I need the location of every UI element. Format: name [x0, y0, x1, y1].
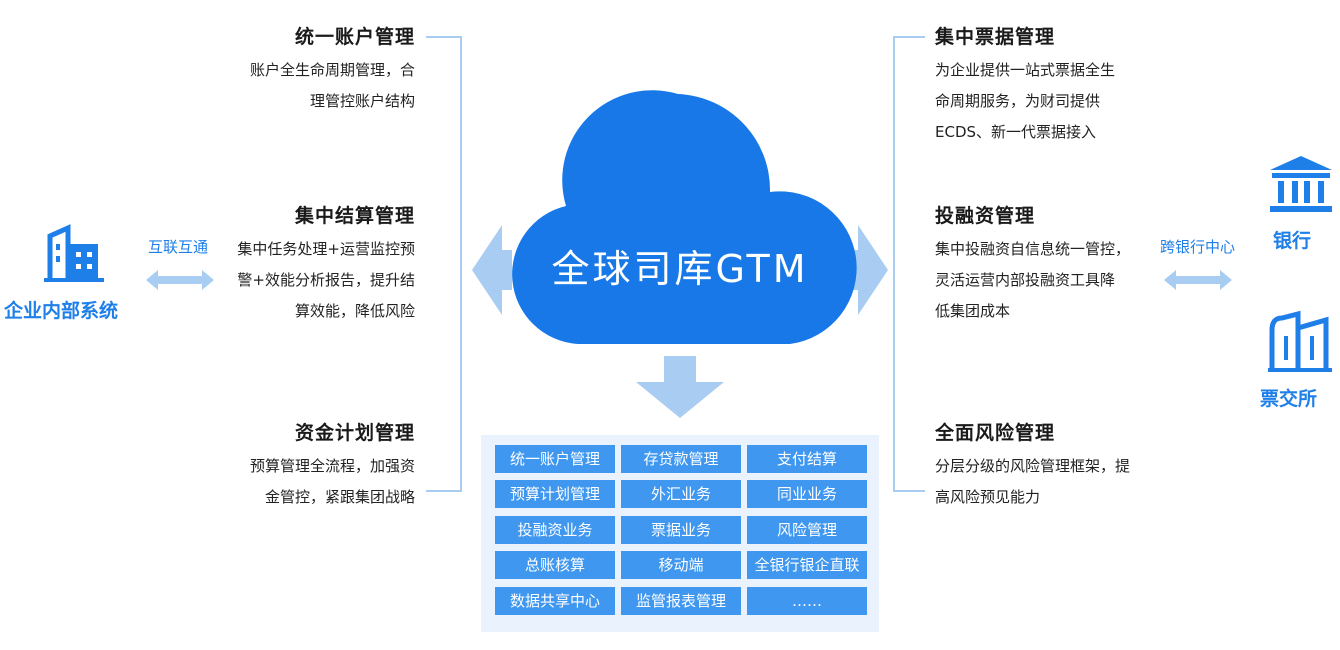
- bank-label: 银行: [1273, 230, 1312, 252]
- module-cell[interactable]: 全银行银企直联: [747, 551, 867, 579]
- section-desc-line: ECDS、新一代票据接入: [935, 123, 1097, 141]
- module-cell[interactable]: 数据共享中心: [495, 587, 615, 615]
- module-grid: 统一账户管理 存贷款管理 支付结算 预算计划管理 外汇业务 同业业务 投融资业务…: [481, 435, 879, 632]
- left-arrow-icon: [472, 225, 512, 319]
- section-title: 资金计划管理: [294, 422, 415, 444]
- connector-line: [893, 490, 925, 492]
- section-account: 统一账户管理 账户全生命周期管理，合 理管控账户结构: [200, 22, 415, 117]
- section-bill: 集中票据管理 为企业提供一站式票据全生 命周期服务，为财司提供 ECDS、新一代…: [935, 22, 1165, 148]
- exchange-label: 票交所: [1260, 388, 1318, 410]
- connector-line: [426, 490, 462, 492]
- connector-line: [460, 36, 462, 492]
- section-desc-line: 为企业提供一站式票据全生: [935, 61, 1116, 79]
- module-cell[interactable]: 风险管理: [747, 516, 867, 544]
- right-arrow-icon: [848, 225, 888, 319]
- section-desc-line: 集中投融资自信息统一管控，: [935, 240, 1131, 258]
- section-funding-plan: 资金计划管理 预算管理全流程，加强资 金管控，紧跟集团战略: [200, 418, 415, 513]
- bank-icon: [1270, 156, 1332, 212]
- module-cell[interactable]: 票据业务: [621, 516, 741, 544]
- module-cell[interactable]: 统一账户管理: [495, 445, 615, 473]
- connector-line: [893, 36, 925, 38]
- section-title: 投融资管理: [935, 205, 1036, 227]
- section-desc-line: 低集团成本: [935, 302, 1011, 320]
- connector-line: [426, 36, 462, 38]
- double-arrow-icon: [1164, 268, 1232, 296]
- section-title: 集中结算管理: [294, 205, 415, 227]
- section-desc-line: 算效能，降低风险: [294, 302, 415, 320]
- enterprise-system-label: 企业内部系统: [4, 300, 119, 322]
- module-cell[interactable]: 同业业务: [747, 480, 867, 508]
- module-cell[interactable]: 投融资业务: [495, 516, 615, 544]
- module-cell[interactable]: 预算计划管理: [495, 480, 615, 508]
- module-cell[interactable]: 支付结算: [747, 445, 867, 473]
- module-cell[interactable]: 监管报表管理: [621, 587, 741, 615]
- interconnect-label: 互联互通: [148, 238, 209, 256]
- section-desc-line: 理管控账户结构: [309, 92, 415, 110]
- section-desc-line: 警+效能分析报告，提升结: [237, 271, 415, 289]
- module-cell[interactable]: 存贷款管理: [621, 445, 741, 473]
- section-desc-line: 金管控，紧跟集团战略: [264, 488, 415, 506]
- down-arrow-icon: [636, 356, 724, 422]
- section-risk: 全面风险管理 分层分级的风险管理框架，提 高风险预见能力: [935, 418, 1165, 513]
- cloud-shape: [508, 82, 858, 348]
- section-desc-line: 账户全生命周期管理，合: [249, 61, 415, 79]
- section-settlement: 集中结算管理 集中任务处理+运营监控预 警+效能分析报告，提升结 算效能，降低风…: [200, 201, 415, 327]
- section-desc-line: 集中任务处理+运营监控预: [237, 240, 415, 258]
- cross-bank-label: 跨银行中心: [1160, 238, 1236, 256]
- double-arrow-icon: [146, 268, 214, 296]
- exchange-building-icon: [1268, 310, 1332, 372]
- section-investment: 投融资管理 集中投融资自信息统一管控， 灵活运营内部投融资工具降 低集团成本: [935, 201, 1165, 327]
- module-cell[interactable]: 外汇业务: [621, 480, 741, 508]
- section-desc-line: 灵活运营内部投融资工具降: [935, 271, 1116, 289]
- section-desc-line: 分层分级的风险管理框架，提: [935, 457, 1131, 475]
- section-desc-line: 预算管理全流程，加强资: [249, 457, 415, 475]
- cloud-title: 全球司库GTM: [551, 247, 809, 291]
- connector-line: [893, 36, 895, 492]
- building-icon: [44, 222, 104, 282]
- section-title: 统一账户管理: [294, 26, 415, 48]
- section-title: 全面风险管理: [935, 422, 1056, 444]
- section-desc-line: 高风险预见能力: [935, 488, 1041, 506]
- module-cell[interactable]: ……: [747, 587, 867, 615]
- section-title: 集中票据管理: [935, 26, 1056, 48]
- module-cell[interactable]: 移动端: [621, 551, 741, 579]
- module-cell[interactable]: 总账核算: [495, 551, 615, 579]
- section-desc-line: 命周期服务，为财司提供: [935, 92, 1101, 110]
